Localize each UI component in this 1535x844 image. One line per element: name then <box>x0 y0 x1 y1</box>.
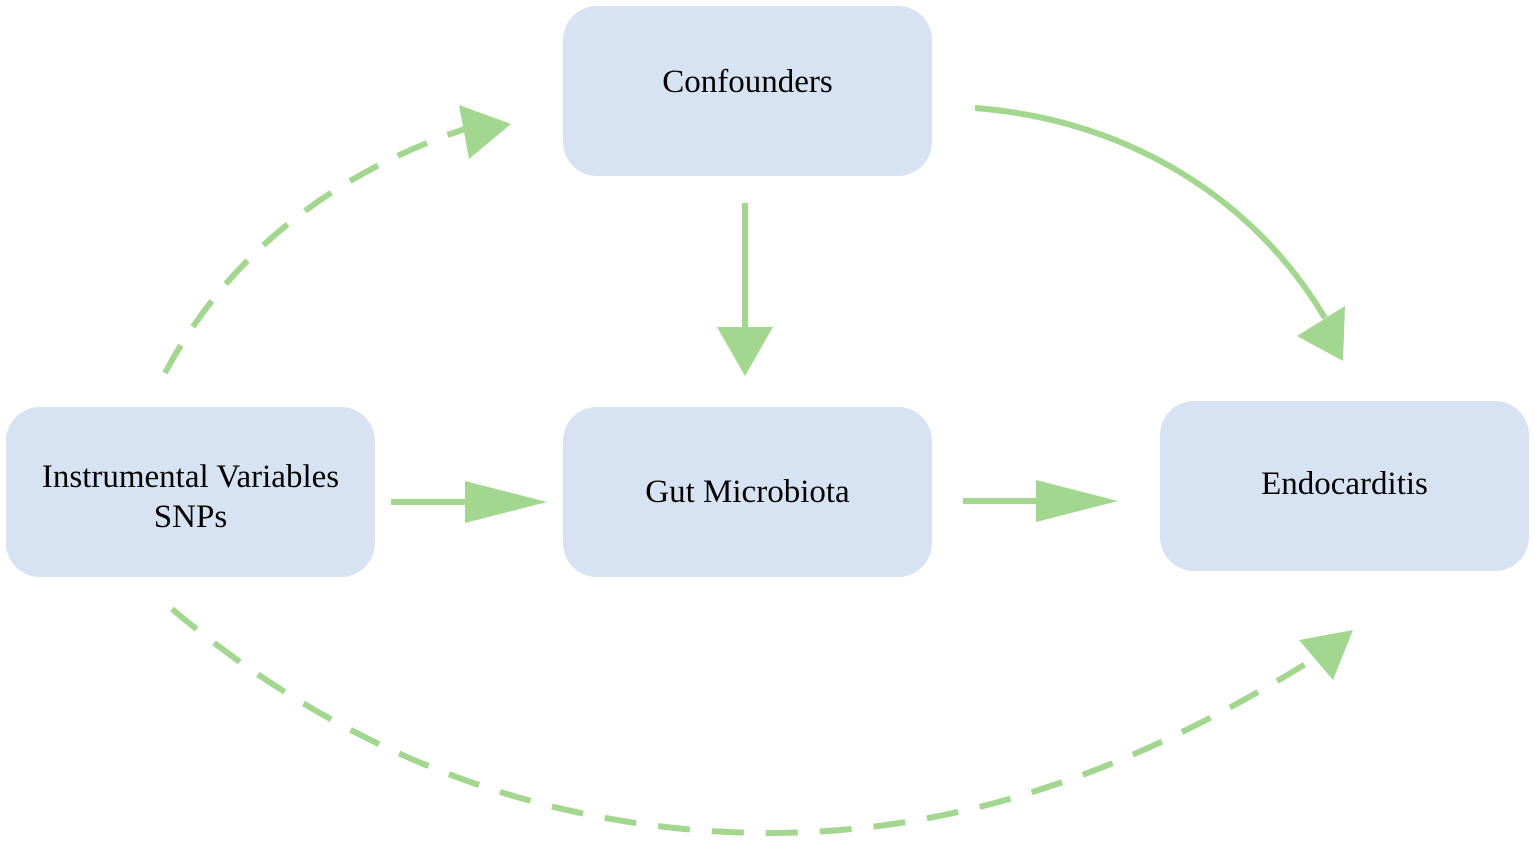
instrumental-variables-node: Instrumental Variables SNPs <box>6 407 375 577</box>
edge-iv-to-confounders <box>162 125 469 375</box>
confounders-node: Confounders <box>563 6 932 176</box>
arrowhead-iv-to-gut <box>465 481 547 523</box>
arrowhead-gut-to-endocarditis <box>1036 480 1118 522</box>
instrumental-variables-label: Instrumental Variables SNPs <box>41 459 340 535</box>
arrowhead-confounders-to-endocarditis <box>1297 306 1345 361</box>
arrowhead-confounders-to-gut <box>717 327 773 376</box>
gut-microbiota-node: Gut Microbiota <box>563 407 932 577</box>
edge-confounders-to-endocarditis <box>974 105 1328 320</box>
gut-microbiota-label: Gut Microbiota <box>645 474 850 510</box>
edge-iv-to-endocarditis <box>170 606 1314 837</box>
arrowhead-iv-to-endocarditis <box>1299 630 1353 680</box>
confounders-label: Confounders <box>662 64 833 100</box>
arrowhead-iv-to-confounders <box>459 105 511 159</box>
endocarditis-label: Endocarditis <box>1261 466 1428 502</box>
endocarditis-node: Endocarditis <box>1160 401 1529 571</box>
